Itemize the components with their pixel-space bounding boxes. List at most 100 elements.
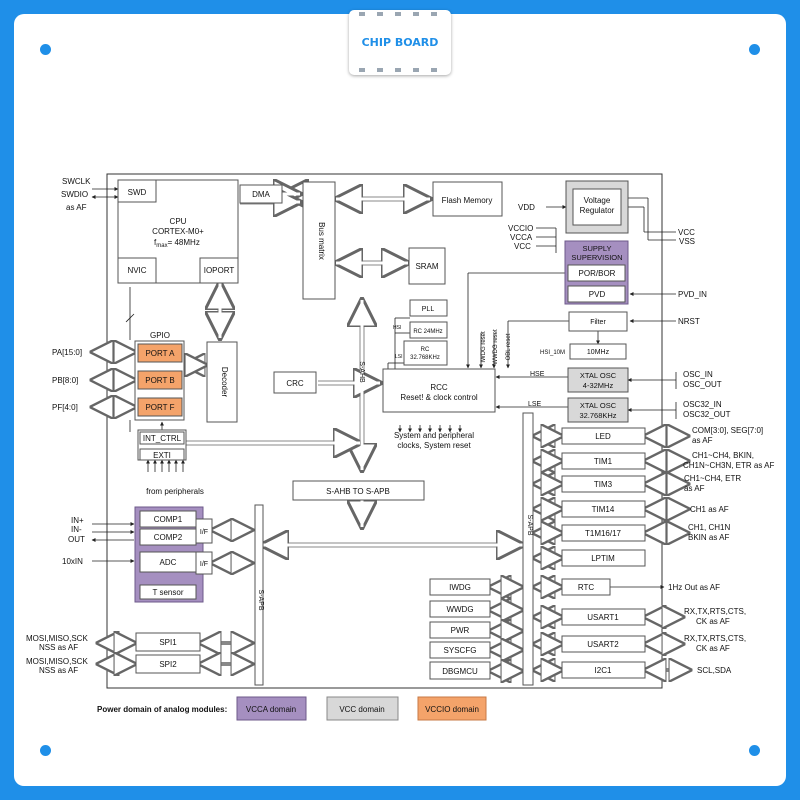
vcc-label: VCC <box>514 242 531 251</box>
signal-lines <box>91 187 677 589</box>
rcc-output-2: clocks, System reset <box>397 441 471 450</box>
corner-dot <box>749 745 760 756</box>
rtc-block: RTC <box>578 583 595 592</box>
adc-block: ADC <box>160 558 177 567</box>
legend-label: Power domain of analog modules: <box>97 705 227 714</box>
usart1-block: USART1 <box>587 613 619 622</box>
pb-label: PB[8:0] <box>52 376 78 385</box>
pf-label: PF[4:0] <box>52 403 78 412</box>
tim14-block: TIM14 <box>592 505 615 514</box>
voltage-regulator: Voltage <box>584 196 611 205</box>
por-bor-block: POR/BOR <box>579 269 616 278</box>
wwdg-reset-label: WWDG reset <box>493 329 499 365</box>
port-a-block: PORT A <box>145 349 175 358</box>
from-peripherals-label: from peripherals <box>146 487 204 496</box>
chip-board-logo: CHIP BOARD <box>349 10 451 75</box>
usart1-signals: RX,TX,RTS,CTS, <box>684 607 746 616</box>
pll-block: PLL <box>422 306 435 313</box>
comp-if-label: I/F <box>200 529 208 536</box>
usart1-signals-2: CK as AF <box>696 617 730 626</box>
out-label: OUT <box>68 535 85 544</box>
tsensor-block: T sensor <box>153 588 184 597</box>
osc32-in-label: OSC32_IN <box>683 400 722 409</box>
dbgmcu-block: DBGMCU <box>442 667 478 676</box>
rcc-output-1: System and peripheral <box>394 431 474 440</box>
vccio-label: VCCIO <box>508 224 533 233</box>
tim16-signals-2: BKIN as AF <box>688 533 729 542</box>
gpio-title: GPIO <box>150 331 170 340</box>
int-ctrl-block: INT_CTRL <box>143 434 182 443</box>
ahb-to-apb-bridge: S-AHB TO S-APB <box>326 487 390 496</box>
pwr-block: PWR <box>451 626 470 635</box>
spi2-block: SPI2 <box>159 660 177 669</box>
legend-vcca: VCCA domain <box>246 705 296 714</box>
led-block: LED <box>595 432 611 441</box>
hsi-label: HSI <box>393 325 401 331</box>
i2c1-block: I2C1 <box>595 666 612 675</box>
xtal-lse: XTAL OSC <box>580 401 617 410</box>
swd-block: SWD <box>128 188 147 197</box>
swd-as-af-label: as AF <box>66 203 87 212</box>
swclk-label: SWCLK <box>62 177 91 186</box>
rc32-freq: 32.768KHz <box>410 355 440 361</box>
tim16-17-block: T1M16/17 <box>585 529 622 538</box>
xtal-hse: XTAL OSC <box>580 371 617 380</box>
bus-matrix: Bus matrix <box>317 222 326 260</box>
port-b-block: PORT B <box>145 376 175 385</box>
nrst-label: NRST <box>678 317 700 326</box>
supervision-label: SUPERVISION <box>571 253 622 262</box>
lse-label: LSE <box>528 401 542 408</box>
port-f-block: PORT F <box>145 403 174 412</box>
crc-block: CRC <box>286 379 304 388</box>
i2c-signals: SCL,SDA <box>697 666 732 675</box>
vss-out-label: VSS <box>679 237 695 246</box>
vcca-label: VCCA <box>510 233 533 242</box>
swdio-label: SWDIO <box>61 190 88 199</box>
xtal-hse-freq: 4-32MHz <box>583 381 614 390</box>
pa-label: PA[15:0] <box>52 348 82 357</box>
tim1-signals-2: CH1N~CH3N, ETR as AF <box>683 461 774 470</box>
spi1-nss: NSS as AF <box>39 643 78 652</box>
comp2-block: COMP2 <box>154 533 183 542</box>
brand-name: CHIP BOARD <box>361 36 439 49</box>
pvd-in-label: PVD_IN <box>678 290 707 299</box>
hse-label: HSE <box>530 371 545 378</box>
lsi-label: LSI <box>395 354 403 360</box>
led-signals-2: as AF <box>692 436 713 445</box>
comp1-block: COMP1 <box>154 515 183 524</box>
osc32-out-label: OSC32_OUT <box>683 410 731 419</box>
rc32-label: RC <box>421 347 430 353</box>
s-apb-right-label: S-APB <box>526 514 533 535</box>
in-minus-label: IN- <box>71 525 82 534</box>
usart2-signals: RX,TX,RTS,CTS, <box>684 634 746 643</box>
legend-vccio: VCCIO domain <box>425 705 479 714</box>
vcc-out-label: VCC <box>678 228 695 237</box>
rtc-signal: 1Hz Out as AF <box>668 583 720 592</box>
flash-memory-block: Flash Memory <box>442 196 493 205</box>
nvic-block: NVIC <box>127 266 146 275</box>
legend-vcc: VCC domain <box>339 705 384 714</box>
mhz10-block: 10MHz <box>587 349 610 356</box>
cpu-freq-label: fmax= 48MHz <box>154 238 200 249</box>
pvd-block: PVD <box>589 290 606 299</box>
tim1-signals: CH1~CH4, BKIN, <box>692 451 754 460</box>
sram-block: SRAM <box>415 262 438 271</box>
spi1-signals: MOSI,MISO,SCK <box>26 634 88 643</box>
ioport-block: IOPORT <box>204 266 235 275</box>
rcc-title: RCC <box>430 383 448 392</box>
corner-dot <box>40 745 51 756</box>
lptim-block: LPTIM <box>591 554 615 563</box>
tim14-signals: CH1 as AF <box>690 505 729 514</box>
syscfg-block: SYSCFG <box>444 646 477 655</box>
tim3-signals: CH1~CH4, ETR <box>684 474 741 483</box>
usart2-signals-2: CK as AF <box>696 644 730 653</box>
spi1-block: SPI1 <box>159 638 177 647</box>
dma-block: DMA <box>252 190 270 199</box>
cpu-label: CPU <box>170 217 187 226</box>
spi2-signals: MOSI,MISO,SCK <box>26 657 88 666</box>
s-ahb-label: S-AHB <box>358 361 365 383</box>
wwdg-block: WWDG <box>446 605 473 614</box>
x10in-label: 10xIN <box>62 557 83 566</box>
led-signals: COM[3:0], SEG[7:0] <box>692 426 763 435</box>
